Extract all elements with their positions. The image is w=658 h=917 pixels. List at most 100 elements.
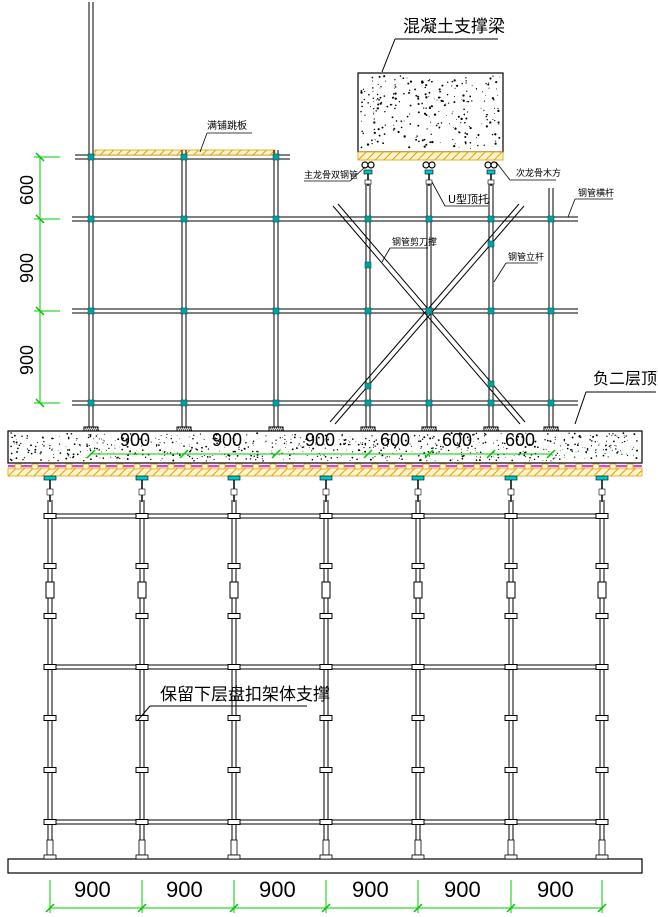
aggregate — [373, 111, 375, 113]
aggregate — [34, 445, 36, 447]
aggregate — [351, 438, 354, 440]
aggregate — [58, 443, 61, 445]
aggregate — [311, 450, 313, 452]
aggregate — [121, 437, 123, 439]
aggregate — [103, 440, 105, 442]
aggregate — [283, 442, 286, 445]
aggregate — [511, 459, 514, 462]
aggregate — [120, 432, 122, 434]
aggregate — [374, 139, 376, 141]
aggregate — [503, 446, 505, 448]
aggregate — [465, 77, 467, 79]
aggregate — [453, 79, 456, 82]
aggregate — [10, 452, 13, 455]
timber-block — [473, 463, 481, 470]
timber-block — [558, 463, 566, 470]
aggregate — [95, 455, 98, 457]
aggregate — [623, 435, 625, 436]
aggregate — [374, 445, 376, 447]
aggregate — [117, 438, 120, 441]
aggregate — [105, 449, 108, 451]
aggregate — [360, 91, 363, 94]
aggregate — [98, 449, 101, 451]
dim-slab-4: 600 — [442, 430, 472, 450]
aggregate — [155, 445, 158, 447]
aggregate — [488, 82, 490, 84]
aggregate — [497, 94, 499, 96]
coupler — [547, 307, 555, 315]
aggregate — [602, 454, 605, 457]
aggregate — [602, 449, 605, 451]
aggregate — [417, 124, 420, 127]
dim-left-900-a: 900 — [17, 253, 37, 283]
aggregate — [21, 435, 23, 438]
timber-block — [167, 463, 175, 470]
aggregate — [500, 433, 502, 435]
rosette — [595, 715, 609, 721]
aggregate — [70, 432, 73, 435]
rosette — [411, 563, 425, 569]
aggregate — [492, 75, 494, 77]
aggregate — [10, 445, 12, 448]
aggregate — [622, 432, 625, 435]
aggregate — [171, 435, 173, 437]
aggregate — [378, 75, 381, 78]
aggregate — [11, 436, 13, 439]
rosette — [504, 767, 518, 773]
aggregate — [430, 133, 432, 136]
aggregate — [621, 441, 623, 444]
aggregate — [436, 452, 438, 454]
aggregate — [86, 443, 88, 446]
aggregate — [73, 443, 76, 445]
aggregate — [617, 436, 620, 439]
aggregate — [163, 451, 165, 454]
aggregate — [192, 437, 194, 440]
aggregate — [122, 437, 124, 439]
aggregate — [425, 84, 428, 87]
timber-block — [320, 463, 328, 470]
aggregate — [59, 452, 62, 454]
aggregate — [469, 141, 472, 144]
rosette — [227, 563, 241, 569]
aggregate — [364, 444, 367, 446]
rosette — [43, 819, 57, 825]
base-jack-plate — [135, 854, 149, 860]
aggregate — [454, 127, 457, 130]
aggregate — [53, 453, 54, 455]
aggregate — [293, 452, 295, 454]
top-jack — [319, 475, 333, 481]
aggregate — [324, 434, 327, 437]
aggregate — [425, 114, 428, 117]
dim-bottom-0: 900 — [74, 877, 111, 902]
aggregate — [285, 447, 287, 448]
aggregate — [394, 104, 397, 107]
timber-block — [388, 463, 396, 470]
aggregate — [438, 451, 440, 453]
post-connector — [321, 581, 331, 599]
aggregate — [592, 435, 595, 438]
concrete-beam-label: 混凝土支撑梁 — [403, 17, 505, 37]
aggregate — [188, 455, 191, 458]
top-jack — [135, 475, 149, 481]
aggregate — [351, 457, 353, 459]
aggregate — [633, 446, 635, 448]
aggregate — [327, 438, 330, 441]
timber-block — [31, 463, 39, 470]
aggregate — [534, 440, 537, 443]
aggregate — [67, 436, 70, 439]
jack-nut — [230, 488, 238, 496]
base-jack-plate — [227, 854, 241, 860]
aggregate — [76, 453, 79, 456]
aggregate — [454, 87, 456, 89]
aggregate — [590, 445, 593, 447]
aggregate — [403, 120, 405, 122]
base-jack — [322, 839, 330, 856]
aggregate — [265, 440, 267, 442]
aggregate — [460, 122, 462, 124]
concrete-beam — [357, 72, 504, 161]
aggregate — [464, 121, 466, 124]
aggregate — [26, 437, 28, 439]
dimension-lines — [34, 152, 607, 913]
coupler — [364, 215, 372, 223]
